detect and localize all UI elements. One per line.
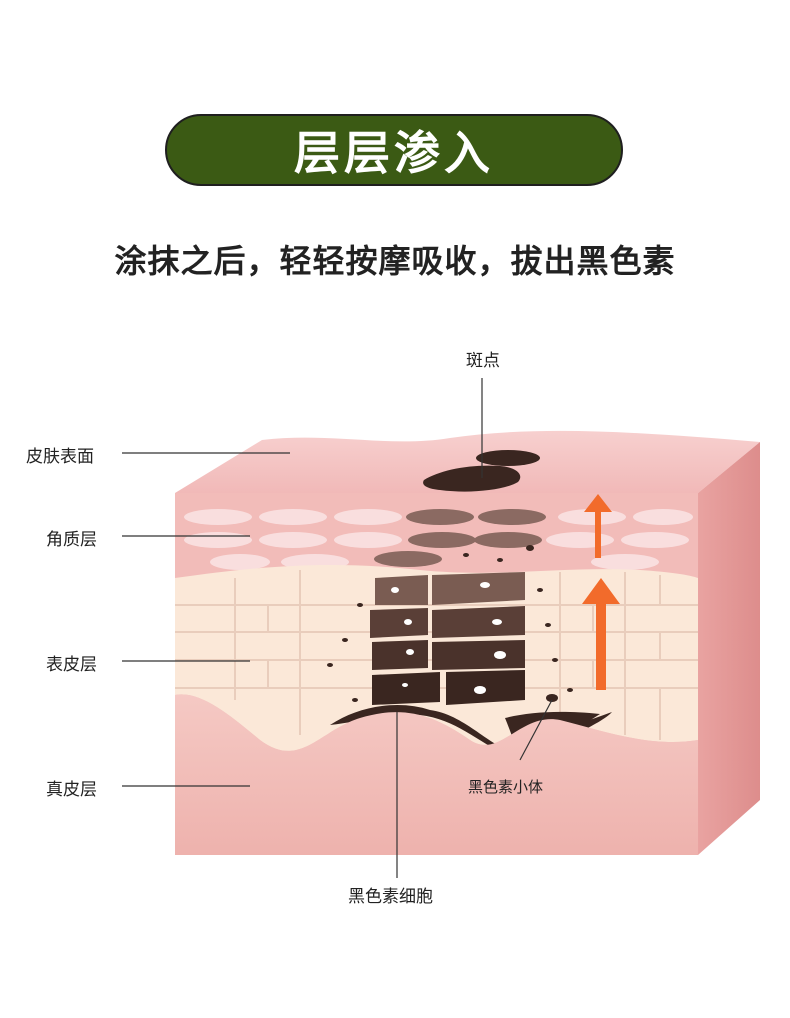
label-spot: 斑点 bbox=[466, 346, 500, 371]
label-melanocyte: 黑色素细胞 bbox=[348, 882, 433, 907]
label-melanosome: 黑色素小体 bbox=[468, 776, 543, 797]
label-skin-surface: 皮肤表面 bbox=[26, 442, 94, 467]
label-epidermis: 表皮层 bbox=[46, 650, 97, 675]
label-stratum-corneum: 角质层 bbox=[46, 525, 97, 550]
skin-side-face bbox=[698, 442, 760, 855]
surface-spot-top bbox=[476, 450, 540, 466]
label-dermis: 真皮层 bbox=[46, 775, 97, 800]
